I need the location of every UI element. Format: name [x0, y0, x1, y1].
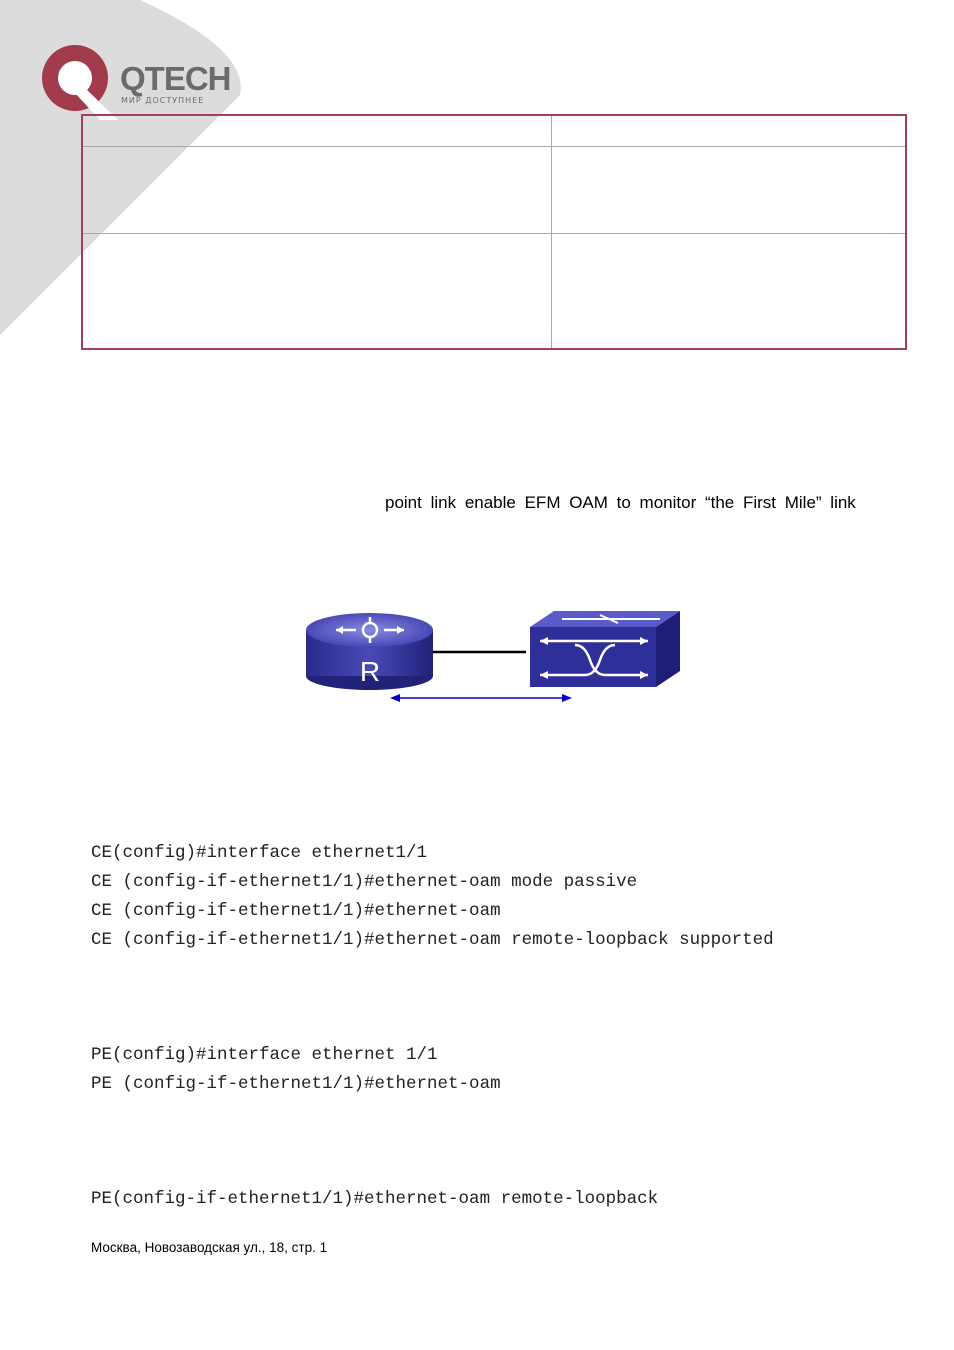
logo-tagline: МИР ДОСТУПНЕЕ	[121, 96, 205, 105]
table-row-divider	[83, 233, 905, 234]
ce-config-line-4: CE (config-if-ethernet1/1)#ethernet-oam …	[91, 930, 774, 950]
ce-config-line-3: CE (config-if-ethernet1/1)#ethernet-oam	[91, 901, 501, 921]
switch-icon	[530, 611, 680, 687]
pe-config-line-1: PE(config)#interface ethernet 1/1	[91, 1045, 438, 1065]
network-topology-diagram: R	[306, 611, 680, 702]
router-label: R	[360, 656, 380, 687]
table-row-divider	[83, 146, 905, 147]
logo-wordmark: QTECH	[120, 60, 231, 97]
footer-address: Москва, Новозаводская ул., 18, стр. 1	[91, 1240, 328, 1255]
logo-mark-icon	[42, 45, 118, 120]
table-column-divider	[551, 116, 552, 348]
pe-loopback-line: PE(config-if-ethernet1/1)#ethernet-oam r…	[91, 1189, 659, 1209]
router-icon	[306, 613, 433, 690]
ce-config-line-1: CE(config)#interface ethernet1/1	[91, 843, 428, 863]
body-paragraph: point link enable EFM OAM to monitor “th…	[385, 493, 856, 512]
oam-link-arrow	[390, 694, 572, 702]
command-table	[81, 114, 907, 350]
pe-config-line-2: PE (config-if-ethernet1/1)#ethernet-oam	[91, 1074, 501, 1094]
ce-config-line-2: CE (config-if-ethernet1/1)#ethernet-oam …	[91, 872, 638, 892]
